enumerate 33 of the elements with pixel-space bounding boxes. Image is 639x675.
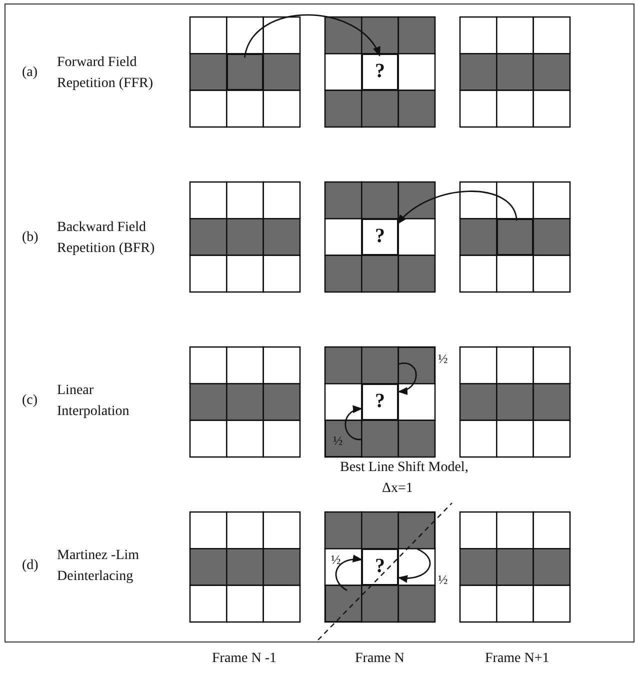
panel-letter: (d) [22,557,38,575]
arrow [244,14,380,58]
edge-label: ½ [331,553,341,567]
method-name: Forward Field Repetition (FFR) [57,54,154,93]
method-name: Backward Field Repetition (BFR) [57,219,156,258]
source-pixel [398,347,435,384]
model-note: Δx=1 [382,480,413,498]
missing-pixel-mark: ? [362,54,398,90]
model-note: Best Line Shift Model, [340,459,468,477]
panel-letter: (b) [22,229,38,247]
source-pixel [226,54,264,90]
arrow [344,406,363,440]
missing-pixel-mark: ? [362,384,398,420]
arrow [398,362,417,394]
edge-label: ½ [438,573,448,587]
missing-pixel-mark: ? [362,548,398,586]
arrow [335,555,363,591]
source-pixel [496,218,534,256]
missing-pixel-mark: ? [362,218,398,256]
method-name: Martinez -Lim Deinterlacing [57,547,140,586]
source-pixel [325,420,362,457]
frame-label: Frame N [355,650,404,668]
edge-label: ½ [333,434,343,448]
arrow [397,190,518,224]
method-name: Linear Interpolation [57,382,130,421]
panel-letter: (c) [22,392,38,410]
frame-label: Frame N -1 [212,650,277,668]
source-pixel [325,585,362,622]
frame-label: Frame N+1 [485,650,550,668]
arrow [398,548,431,582]
panel-letter: (a) [22,64,38,82]
source-pixel [398,512,435,549]
edge-label: ½ [438,352,448,366]
